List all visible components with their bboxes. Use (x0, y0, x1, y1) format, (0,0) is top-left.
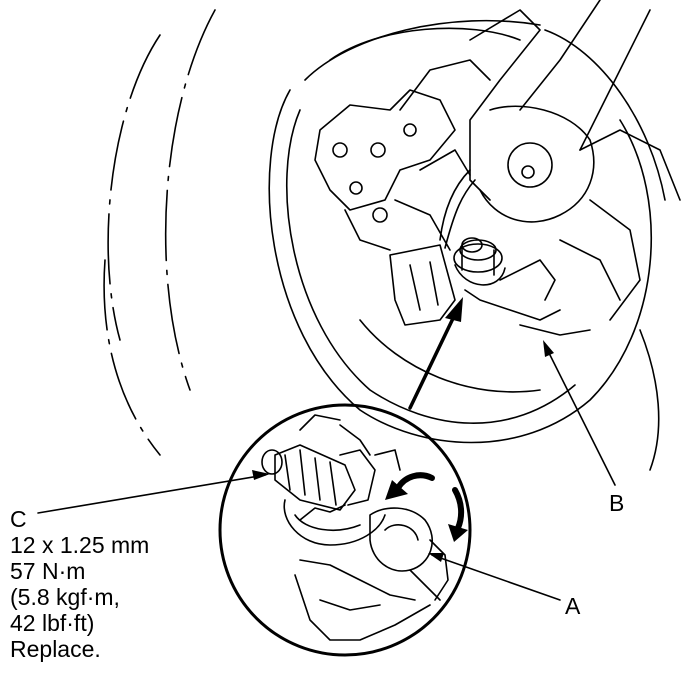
detail-view-circle (218, 403, 472, 657)
spec-thread-size: 12 x 1.25 mm (10, 532, 150, 558)
detail-bolt (261, 444, 386, 546)
callout-b-label: B (609, 490, 625, 516)
callout-c-block: C 12 x 1.25 mm 57 N·m (5.8 kgf·m, 42 lbf… (10, 506, 149, 662)
leader-line-a-arrow (428, 553, 444, 562)
tire-outline (103, 9, 216, 456)
spec-torque-lbfft: 42 lbf·ft) (10, 610, 95, 636)
leader-line-a (431, 554, 561, 601)
spec-torque-nm: 57 N·m (10, 558, 86, 584)
mounting-bolt (453, 237, 506, 286)
detail-leader-arrow (408, 297, 463, 410)
brake-caliper (314, 59, 491, 251)
leader-line-c (37, 474, 266, 514)
rotation-arrow-left (385, 472, 435, 500)
spec-replace-note: Replace. (10, 636, 101, 662)
leader-line-b (544, 344, 616, 486)
leader-line-b-arrow (543, 340, 554, 357)
spec-torque-kgfm: (5.8 kgf·m, (10, 584, 120, 610)
rotation-arrow-down (448, 487, 468, 542)
sensor-bracket (389, 169, 591, 336)
callout-c-label: C (10, 506, 27, 532)
knuckle (469, 0, 681, 321)
brake-disc (268, 19, 666, 471)
detail-sensor (294, 414, 449, 641)
callout-a-label: A (565, 593, 581, 619)
leader-line-c-arrow (252, 470, 270, 480)
